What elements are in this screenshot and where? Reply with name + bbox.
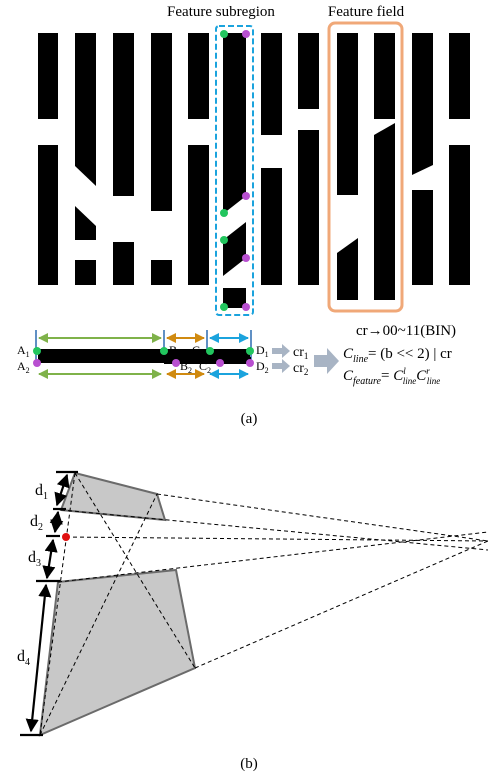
- label-d2: D2: [256, 359, 269, 375]
- label-c1: C1: [192, 343, 204, 359]
- label-c2: C2: [199, 359, 211, 375]
- formulas: cr→00~11(BIN) Cline= (b << 2) | cr Cfeat…: [343, 323, 456, 387]
- grey-arrow: [314, 348, 339, 374]
- label-d2: d2: [30, 513, 43, 533]
- label-d1: d1: [35, 482, 48, 502]
- caption-b: (b): [240, 756, 258, 772]
- label-b2: B2: [180, 359, 192, 375]
- measurement-diagram: A1 A2 B1 B2 C1 C2 D1 D2 cr1 cr2: [17, 330, 339, 379]
- subregion-points: [220, 30, 250, 311]
- caption-a: (a): [241, 411, 258, 427]
- panel-a: Feature subregion Feature field: [17, 4, 470, 427]
- feature-subregion-box: [215, 25, 254, 316]
- formula-cr: cr→00~11(BIN): [356, 323, 456, 339]
- label-d4: d4: [17, 648, 30, 668]
- cr2-label: cr2: [293, 361, 308, 377]
- reference-point: [62, 533, 70, 541]
- perspective-lines: [39, 472, 489, 736]
- bar-pattern: [38, 33, 470, 308]
- feature-field-box: [327, 21, 404, 313]
- label-a2: A2: [17, 359, 30, 375]
- formula-cline: Cline= (b << 2) | cr: [343, 346, 452, 365]
- cr1-label: cr1: [293, 345, 308, 361]
- label-a1: A1: [17, 343, 30, 359]
- panel-b: d1 d2 d3 d4 (b): [17, 470, 489, 772]
- label-d3: d3: [28, 549, 41, 569]
- feature-field-label: Feature field: [328, 4, 405, 20]
- label-d1: D1: [256, 343, 269, 359]
- upper-quad: [59, 471, 167, 522]
- label-b1: B1: [169, 343, 181, 359]
- feature-subregion-label: Feature subregion: [167, 4, 275, 20]
- dimension-arrows: [20, 470, 78, 737]
- lower-quad: [38, 568, 197, 737]
